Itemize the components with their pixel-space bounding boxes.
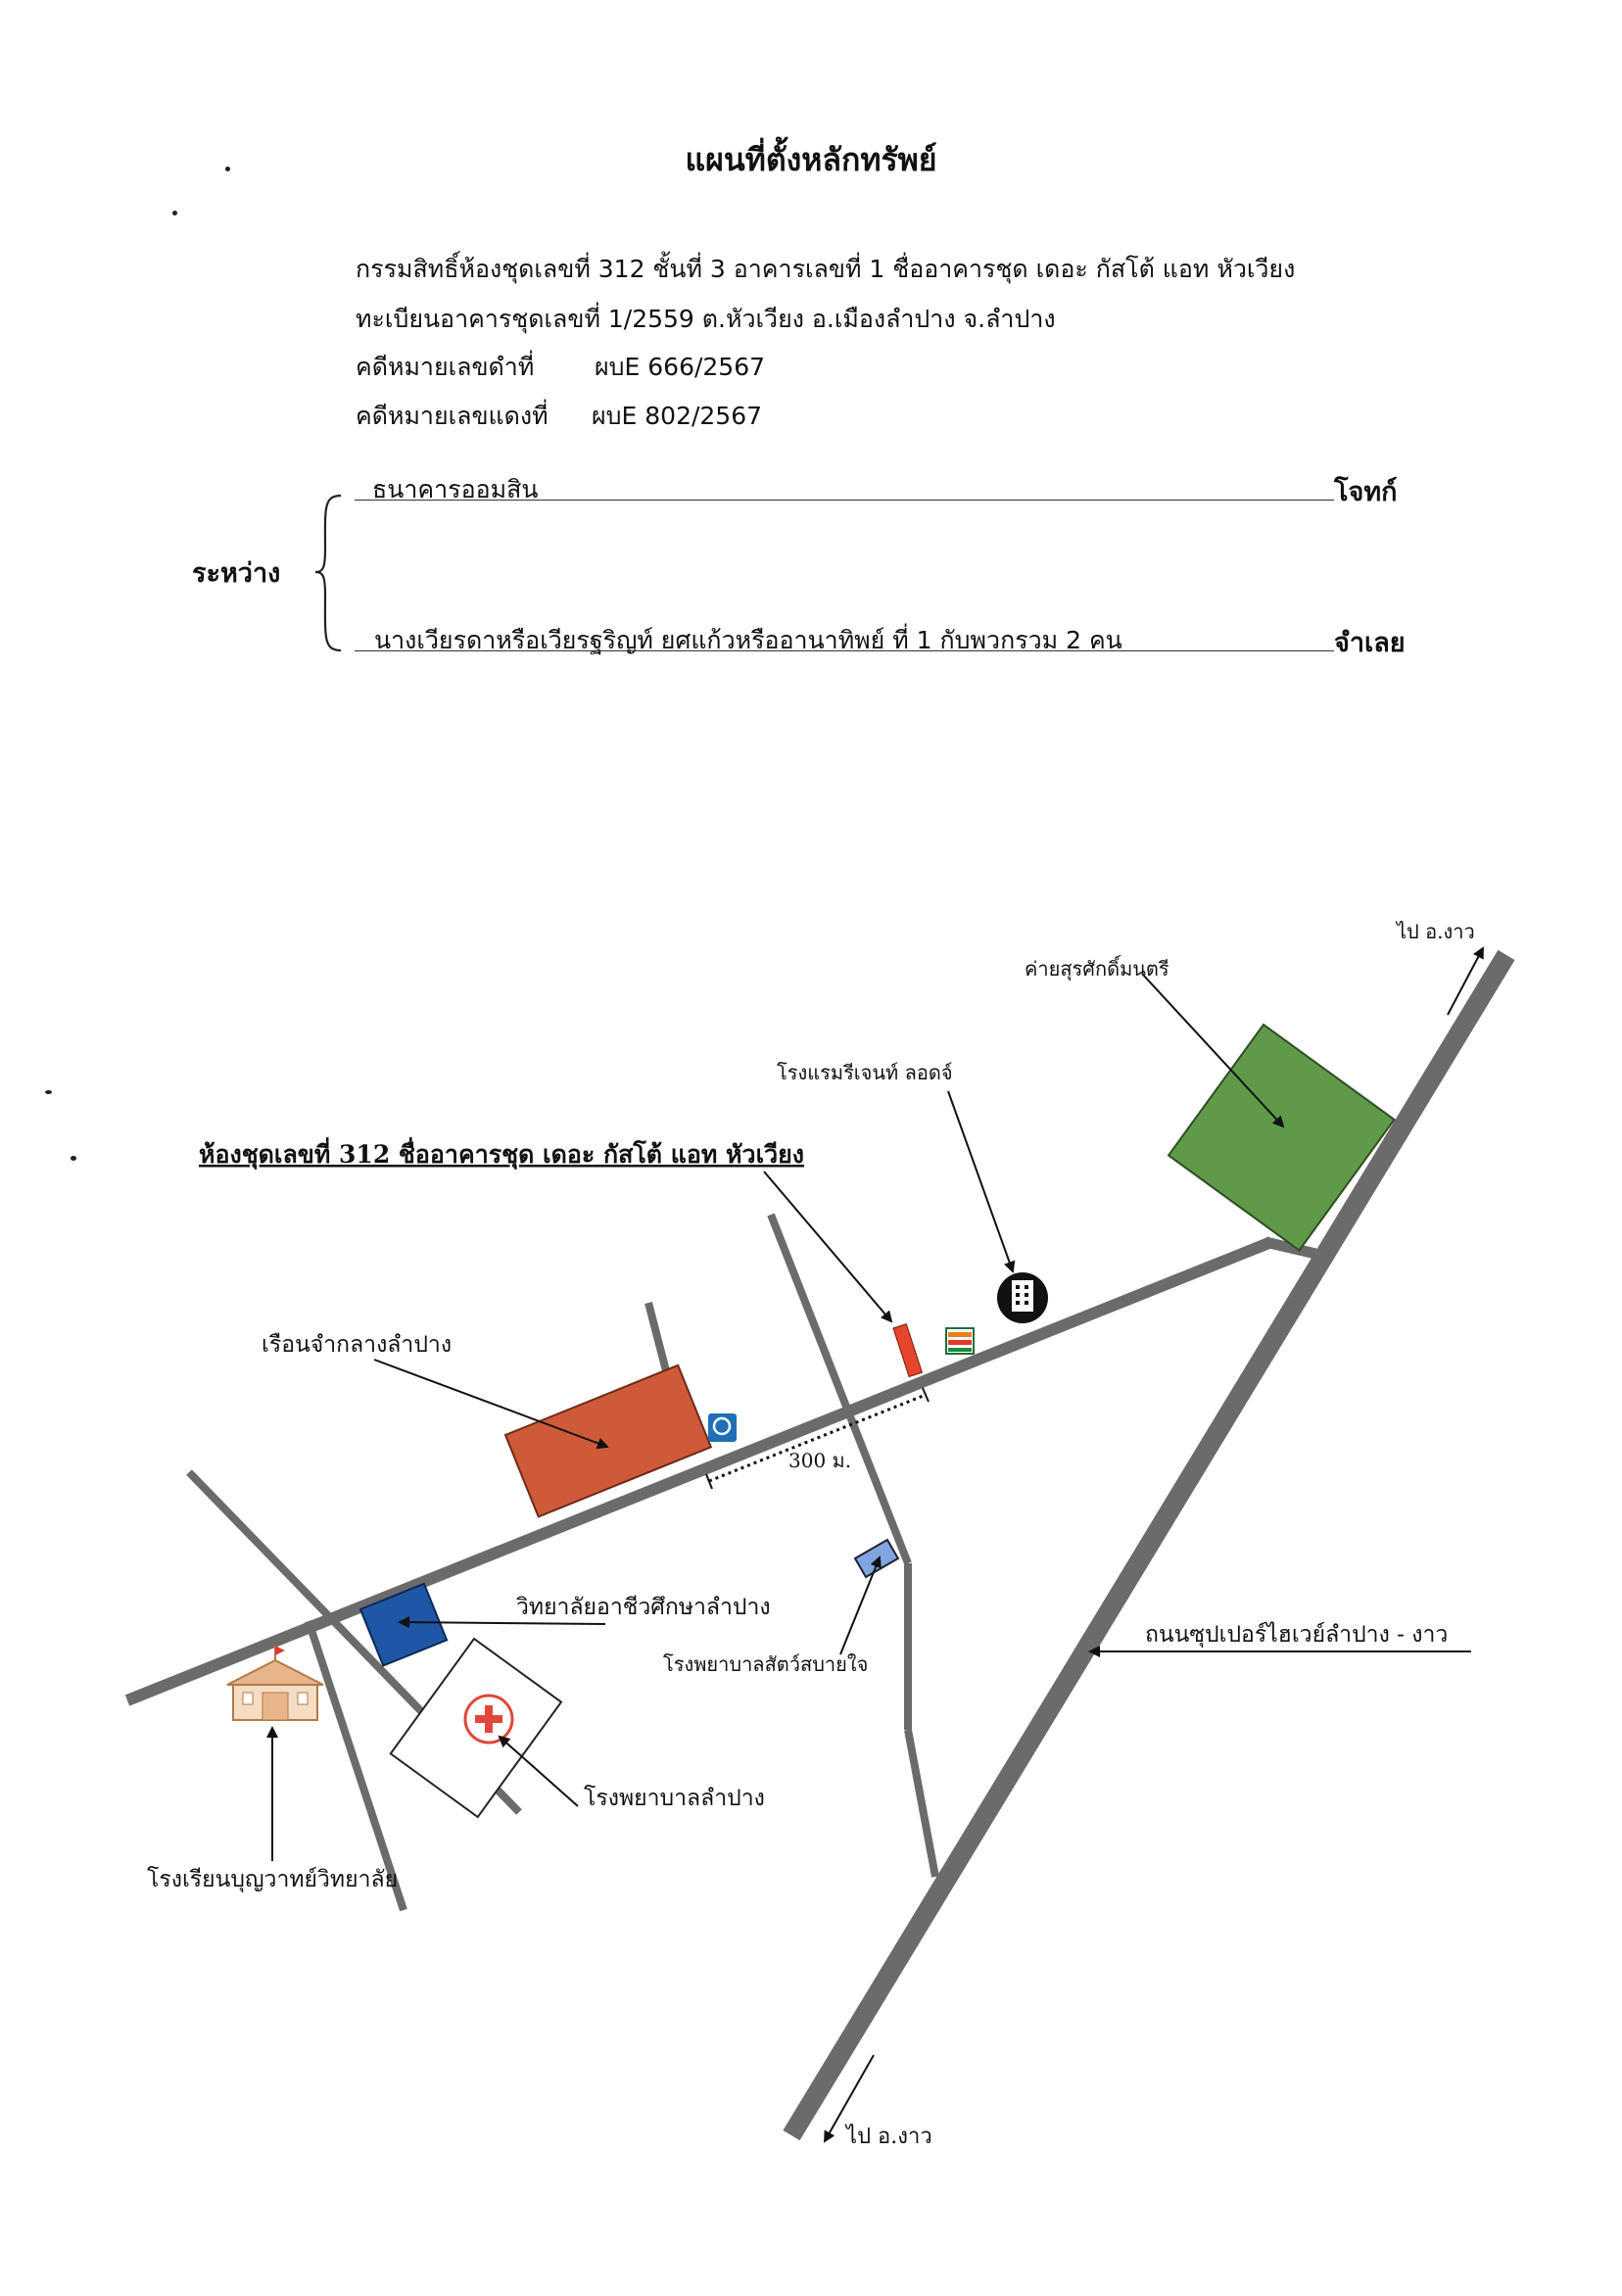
college-arrow	[398, 1616, 606, 1629]
defendant-role: จำเลย	[1334, 628, 1406, 658]
party-brace	[314, 494, 342, 652]
hotel-arrow	[947, 1090, 1016, 1273]
property-label: ห้องชุดเลขที่ 312 ชื่ออาคารชุด เดอะ กัสโ…	[199, 1137, 804, 1171]
red-case-label: คดีหมายเลขแดงที่	[356, 402, 549, 430]
ownership-line: กรรมสิทธิ์ห้องชุดเลขที่ 312 ชั้นที่ 3 อา…	[356, 255, 1296, 283]
plaintiff-role: โจทก์	[1334, 477, 1398, 507]
to-ngao-bottom-label: ไป อ.งาว	[844, 2124, 932, 2149]
seven-eleven-icon	[945, 1327, 975, 1355]
defendant-underline	[355, 650, 1334, 651]
main-road	[124, 1236, 1274, 1706]
army-camp-area	[1167, 1023, 1396, 1252]
north-direction-arrow	[1447, 946, 1484, 1016]
junction-spur-road	[1264, 1236, 1326, 1262]
south-direction-arrow	[824, 2054, 875, 2143]
plaintiff-underline	[355, 500, 1334, 501]
superhighway-road	[783, 949, 1515, 2141]
property-arrow	[763, 1171, 893, 1323]
hospital-cross-icon	[463, 1694, 514, 1745]
animal-hospital-arrow	[839, 1555, 882, 1655]
hotel-building-icon	[997, 1272, 1048, 1323]
scan-speck	[45, 1090, 52, 1094]
scan-speck	[172, 211, 177, 215]
plaintiff-name: ธนาคารออมสิน	[372, 475, 539, 503]
black-case-label: คดีหมายเลขดำที่	[356, 353, 535, 381]
property-marker	[892, 1323, 924, 1378]
distance-tick-right	[922, 1387, 930, 1403]
prison-area	[503, 1363, 713, 1518]
hospital-arrow	[498, 1735, 579, 1807]
distance-dotted-line	[708, 1393, 927, 1483]
hospital-label: โรงพยาบาลลำปาง	[584, 1785, 765, 1811]
black-case-number: ผบE 666/2567	[595, 353, 766, 381]
document-title: แผนที่ตั้งหลักทรัพย์	[685, 141, 937, 178]
school-label: โรงเรียนบุญวาทย์วิทยาลัย	[147, 1866, 398, 1892]
distance-tick-left	[705, 1473, 713, 1490]
scan-speck	[225, 167, 230, 171]
registration-line: ทะเบียนอาคารชุดเลขที่ 1/2559 ต.หัวเวียง …	[356, 305, 1056, 333]
animal-hospital-label: โรงพยาบาลสัตว์สบายใจ	[663, 1652, 868, 1676]
scan-speck	[71, 1156, 76, 1161]
red-case-number: ผบE 802/2567	[592, 402, 763, 430]
animal-hospital-area	[853, 1538, 900, 1579]
between-label: ระหว่าง	[192, 558, 281, 589]
side-road-south-end	[904, 1729, 939, 1878]
side-road-central	[767, 1213, 912, 1565]
leader-arrows	[266, 946, 1484, 2143]
side-road-southwest	[305, 1619, 407, 1912]
school-building-icon	[226, 1646, 324, 1721]
highway-label: ถนนซุปเปอร์ไฮเวย์ลำปาง - งาว	[1145, 1621, 1448, 1648]
defendant-name: นางเวียรดาหรือเวียรฐริญท์ ยศแก้วหรืออานา…	[374, 626, 1122, 654]
college-label: วิทยาลัยอาชีวศึกษาลำปาง	[516, 1595, 771, 1620]
army-camp-arrow	[1141, 973, 1285, 1128]
to-ngao-top-label: ไป อ.งาว	[1395, 920, 1475, 943]
prison-label: เรือนจำกลางลำปาง	[262, 1332, 452, 1358]
army-camp-label: ค่ายสุรศักดิ์มนตรี	[1025, 954, 1169, 981]
bank-logo-icon	[708, 1413, 737, 1442]
hotel-label: โรงแรมรีเจนท์ ลอดจ์	[777, 1061, 953, 1084]
prison-arrow	[373, 1359, 609, 1450]
distance-label: 300 ม.	[788, 1449, 851, 1472]
